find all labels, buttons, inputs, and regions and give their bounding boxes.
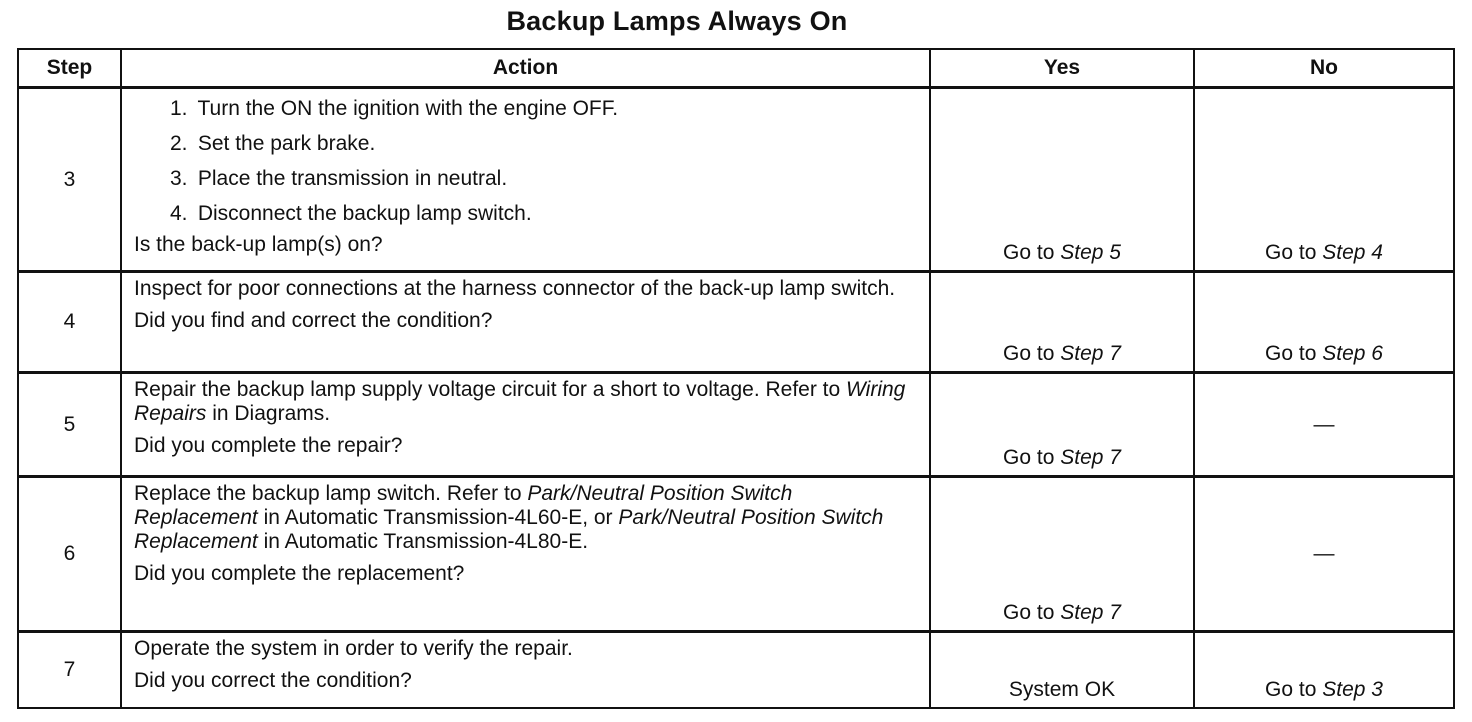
no-result: —: [1193, 371, 1455, 478]
table-row: 7 Operate the system in order to verify …: [17, 630, 1455, 709]
list-item: 4. Disconnect the backup lamp switch.: [170, 202, 532, 225]
action-cell: Repair the backup lamp supply voltage ci…: [120, 371, 931, 478]
yes-result: Go to Step 7: [929, 475, 1195, 633]
list-item: 2. Set the park brake.: [170, 132, 376, 155]
list-item: 1. Turn the ON the ignition with the eng…: [170, 97, 619, 120]
step-number: 5: [17, 371, 122, 478]
yes-result: System OK: [929, 630, 1195, 709]
page-title: Backup Lamps Always On: [506, 6, 848, 36]
yes-result: Go to Step 5: [929, 86, 1195, 273]
question-text: Is the back-up lamp(s) on?: [134, 233, 383, 256]
step-number: 6: [17, 475, 122, 633]
header-action: Action: [120, 48, 931, 89]
action-cell: 1. Turn the ON the ignition with the eng…: [120, 86, 931, 273]
no-result: Go to Step 4: [1193, 86, 1455, 273]
yes-result: Go to Step 7: [929, 371, 1195, 478]
action-text: Inspect for poor connections at the harn…: [134, 277, 896, 300]
action-cell: Replace the backup lamp switch. Refer to…: [120, 475, 931, 633]
step-number: 7: [17, 630, 122, 709]
question-text: Did you complete the repair?: [134, 434, 403, 457]
step-number: 3: [17, 86, 122, 273]
table-row: 6 Replace the backup lamp switch. Refer …: [17, 475, 1455, 633]
question-text: Did you complete the replacement?: [134, 562, 465, 585]
header-yes: Yes: [929, 48, 1195, 89]
step-number: 4: [17, 270, 122, 374]
table-row: 5 Repair the backup lamp supply voltage …: [17, 371, 1455, 478]
header-no: No: [1193, 48, 1455, 89]
reference-link-text: Park/Neutral Position Switch Replacement: [134, 506, 884, 553]
no-result: Go to Step 6: [1193, 270, 1455, 374]
action-cell: Inspect for poor connections at the harn…: [120, 270, 931, 374]
yes-result: Go to Step 7: [929, 270, 1195, 374]
no-result: —: [1193, 475, 1455, 633]
table-row: 3 1. Turn the ON the ignition with the e…: [17, 86, 1455, 273]
question-text: Did you correct the condition?: [134, 669, 412, 692]
reference-link-text: Park/Neutral Position Switch Replacement: [134, 482, 793, 529]
action-text: Operate the system in order to verify th…: [134, 637, 573, 660]
action-text: Repair the backup lamp supply voltage ci…: [134, 378, 906, 425]
header-step: Step: [17, 48, 122, 89]
table-row: 4 Inspect for poor connections at the ha…: [17, 270, 1455, 374]
action-steps-list: 1. Turn the ON the ignition with the eng…: [134, 91, 917, 231]
diagnostic-table: Step Action Yes No 3 1. Turn the ON the …: [17, 48, 1455, 709]
action-text: Replace the backup lamp switch. Refer to…: [134, 482, 884, 553]
no-result: Go to Step 3: [1193, 630, 1455, 709]
list-item: 3. Place the transmission in neutral.: [170, 167, 508, 190]
table-header-row: Step Action Yes No: [17, 48, 1455, 89]
question-text: Did you find and correct the condition?: [134, 309, 493, 332]
reference-link-text: Wiring Repairs: [134, 378, 906, 425]
action-cell: Operate the system in order to verify th…: [120, 630, 931, 709]
